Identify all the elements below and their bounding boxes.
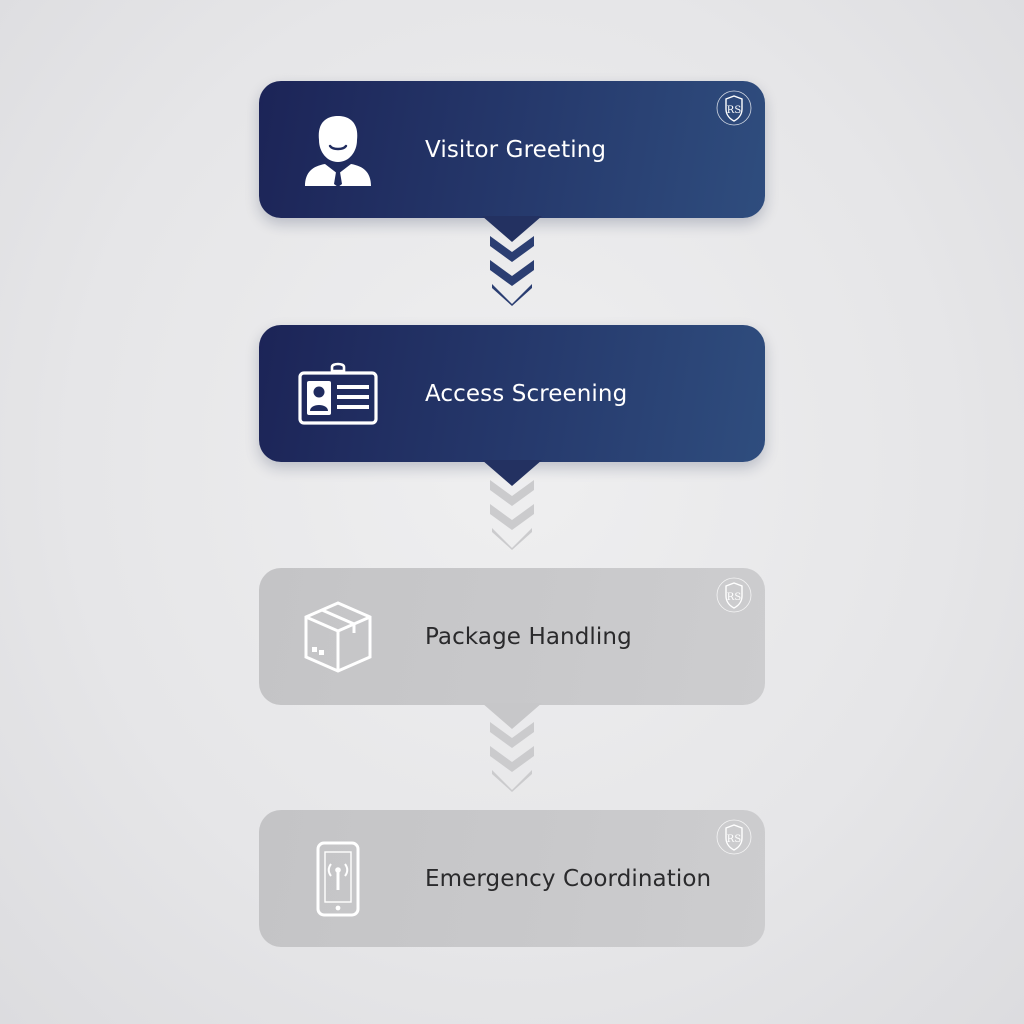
flow-arrow-2 [488, 476, 536, 550]
mobile-signal-icon [297, 838, 379, 920]
step-label: Visitor Greeting [425, 136, 607, 163]
svg-text:RS: RS [727, 592, 742, 603]
step-label: Emergency Coordination [425, 865, 712, 892]
step-package-handling[interactable]: Package Handling RS [259, 568, 765, 729]
step-access-screening[interactable]: Access Screening [259, 325, 765, 486]
rs-seal-logo: RS [715, 818, 753, 856]
flow-arrow-1 [488, 232, 536, 306]
package-icon [297, 596, 379, 678]
flow-arrow-3 [488, 718, 536, 792]
step-label: Package Handling [425, 623, 632, 650]
svg-text:RS: RS [727, 834, 742, 845]
person-icon [297, 109, 379, 191]
step-label: Access Screening [425, 380, 628, 407]
svg-text:RS: RS [727, 105, 742, 116]
id-badge-icon [297, 353, 379, 435]
step-emergency-coordination[interactable]: Emergency Coordination RS [259, 810, 765, 947]
rs-seal-logo: RS [715, 576, 753, 614]
step-visitor-greeting[interactable]: Visitor Greeting RS [259, 81, 765, 242]
rs-seal-logo: RS [715, 89, 753, 127]
